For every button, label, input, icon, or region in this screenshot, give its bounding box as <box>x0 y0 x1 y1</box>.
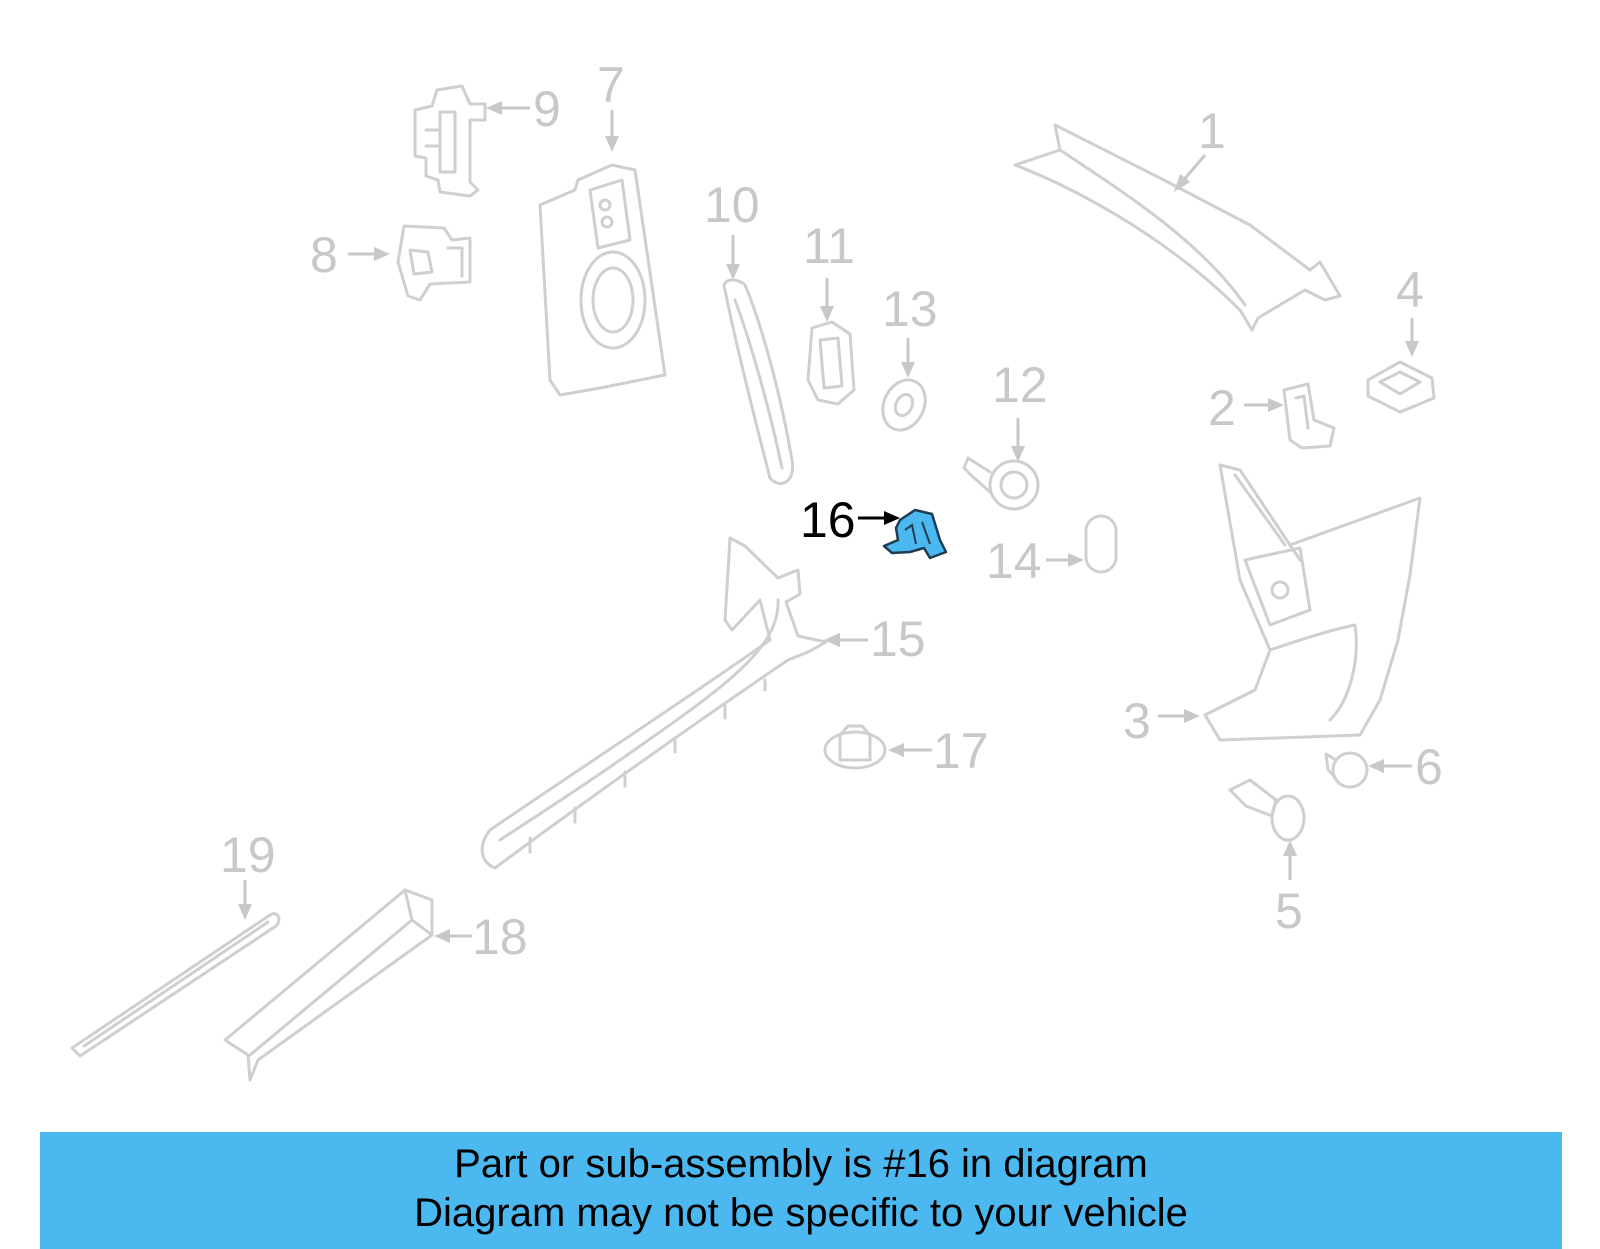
callout-5: 5 <box>1275 883 1303 939</box>
part-15-sill-plate[interactable] <box>480 536 828 870</box>
part-12-screw[interactable] <box>962 456 1040 511</box>
part-5-push-pin[interactable] <box>1228 778 1306 842</box>
callout-8: 8 <box>310 227 338 283</box>
part-3-lower-trim[interactable] <box>1203 463 1422 742</box>
part-11-cover[interactable] <box>806 320 856 406</box>
callout-18: 18 <box>472 909 528 965</box>
callout-12: 12 <box>992 357 1048 413</box>
callout-19: 19 <box>220 827 276 883</box>
part-7-pillar-trim[interactable] <box>538 163 667 397</box>
callout-17: 17 <box>933 723 989 779</box>
part-14-plug[interactable] <box>1084 514 1118 574</box>
callout-2: 2 <box>1208 380 1236 436</box>
part-10-strip[interactable] <box>722 278 795 485</box>
callout-3: 3 <box>1123 693 1151 749</box>
part-6-pin[interactable] <box>1324 751 1369 789</box>
callout-16: 16 <box>800 492 856 548</box>
part-2-clip[interactable] <box>1282 382 1336 450</box>
part-16-clip[interactable] <box>882 508 948 560</box>
callout-labels: 1 2 3 4 5 6 7 8 9 10 11 12 13 14 15 16 1… <box>220 57 1443 965</box>
callout-9: 9 <box>533 81 561 137</box>
parts-diagram: 1 2 3 4 5 6 7 8 9 10 11 12 13 14 15 16 1… <box>70 57 1443 1082</box>
part-1-pillar-trim[interactable] <box>1013 123 1342 332</box>
part-17-nut[interactable] <box>823 724 887 770</box>
part-4-clip[interactable] <box>1366 360 1436 414</box>
callout-1: 1 <box>1198 103 1226 159</box>
callout-13: 13 <box>882 281 938 337</box>
info-banner: Part or sub-assembly is #16 in diagram D… <box>40 1132 1562 1249</box>
part-9-bracket[interactable] <box>413 84 487 198</box>
banner-line-part: Part or sub-assembly is #16 in diagram <box>454 1142 1148 1186</box>
banner-line-disclaimer: Diagram may not be specific to your vehi… <box>414 1191 1188 1235</box>
part-8-bracket[interactable] <box>396 224 472 302</box>
callout-11: 11 <box>803 218 855 274</box>
part-19-strip[interactable] <box>70 912 281 1058</box>
callout-10: 10 <box>704 177 760 233</box>
part-18-strip[interactable] <box>223 888 434 1082</box>
part-13-grommet[interactable] <box>875 373 933 437</box>
leader-lines <box>238 101 1419 943</box>
callout-15: 15 <box>870 611 926 667</box>
callout-4: 4 <box>1396 262 1424 318</box>
callout-6: 6 <box>1415 739 1443 795</box>
callout-7: 7 <box>597 57 625 113</box>
callout-14: 14 <box>986 533 1042 589</box>
